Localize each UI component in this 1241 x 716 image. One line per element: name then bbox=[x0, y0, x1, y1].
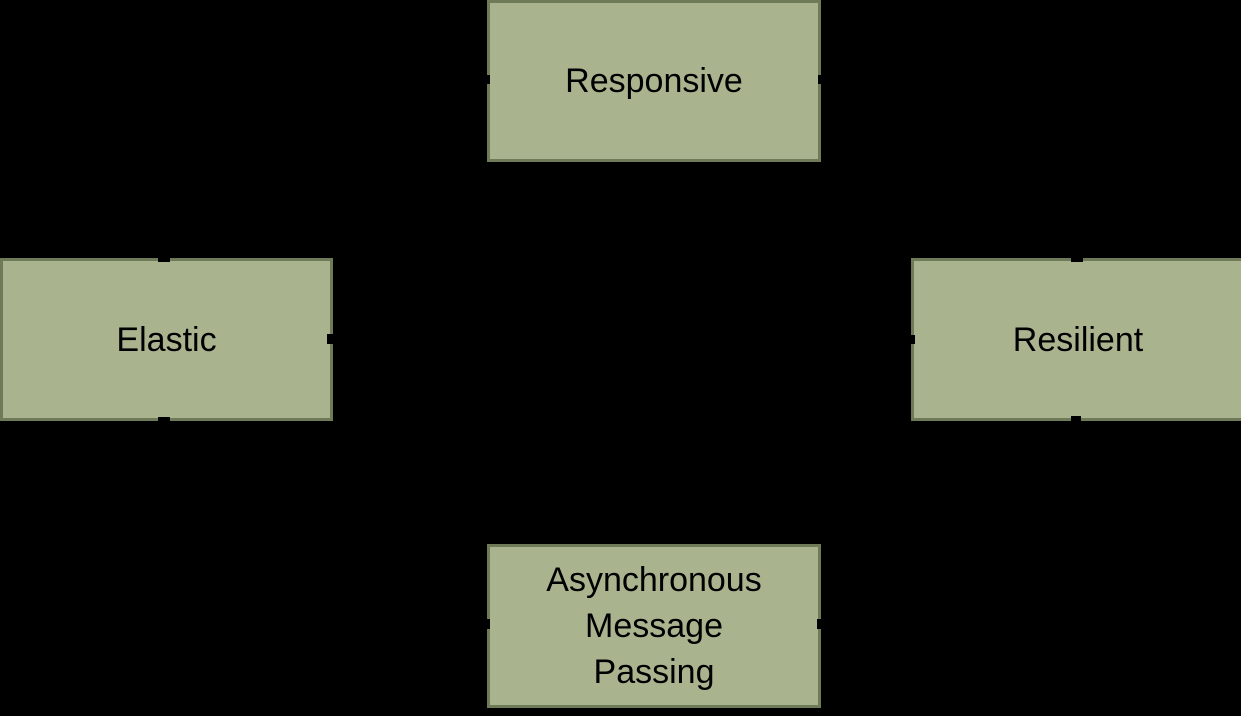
arrow-tip-message-passing-left-icon bbox=[482, 619, 490, 629]
arrow-tip-resilient-left-icon bbox=[907, 335, 915, 344]
node-message-passing-line-1: Asynchronous bbox=[546, 561, 762, 599]
node-resilient-label: Resilient bbox=[1012, 320, 1144, 359]
node-message-passing-line-2: Message bbox=[585, 607, 723, 645]
arrow-tip-responsive-left-icon bbox=[482, 75, 490, 84]
node-message-passing-line-3: Passing bbox=[593, 653, 715, 691]
node-resilient: Resilient bbox=[911, 258, 1241, 421]
node-responsive-label: Responsive bbox=[565, 62, 743, 100]
arrow-tip-resilient-bottom-icon bbox=[1071, 416, 1081, 423]
arrow-tip-elastic-top-icon bbox=[158, 254, 170, 262]
node-elastic-label: Elastic bbox=[116, 320, 217, 359]
arrow-tip-responsive-right-icon bbox=[818, 75, 826, 84]
arrow-tip-message-passing-right-icon bbox=[817, 619, 825, 629]
node-message-passing: Asynchronous Message Passing bbox=[487, 544, 821, 708]
node-responsive: Responsive bbox=[487, 0, 821, 162]
arrow-tip-resilient-top-icon bbox=[1071, 254, 1083, 262]
arrow-tip-elastic-right-icon bbox=[327, 334, 335, 344]
node-elastic: Elastic bbox=[0, 258, 333, 421]
arrow-tip-elastic-bottom-icon bbox=[158, 417, 170, 425]
node-message-passing-label: Asynchronous Message Passing bbox=[546, 557, 761, 695]
